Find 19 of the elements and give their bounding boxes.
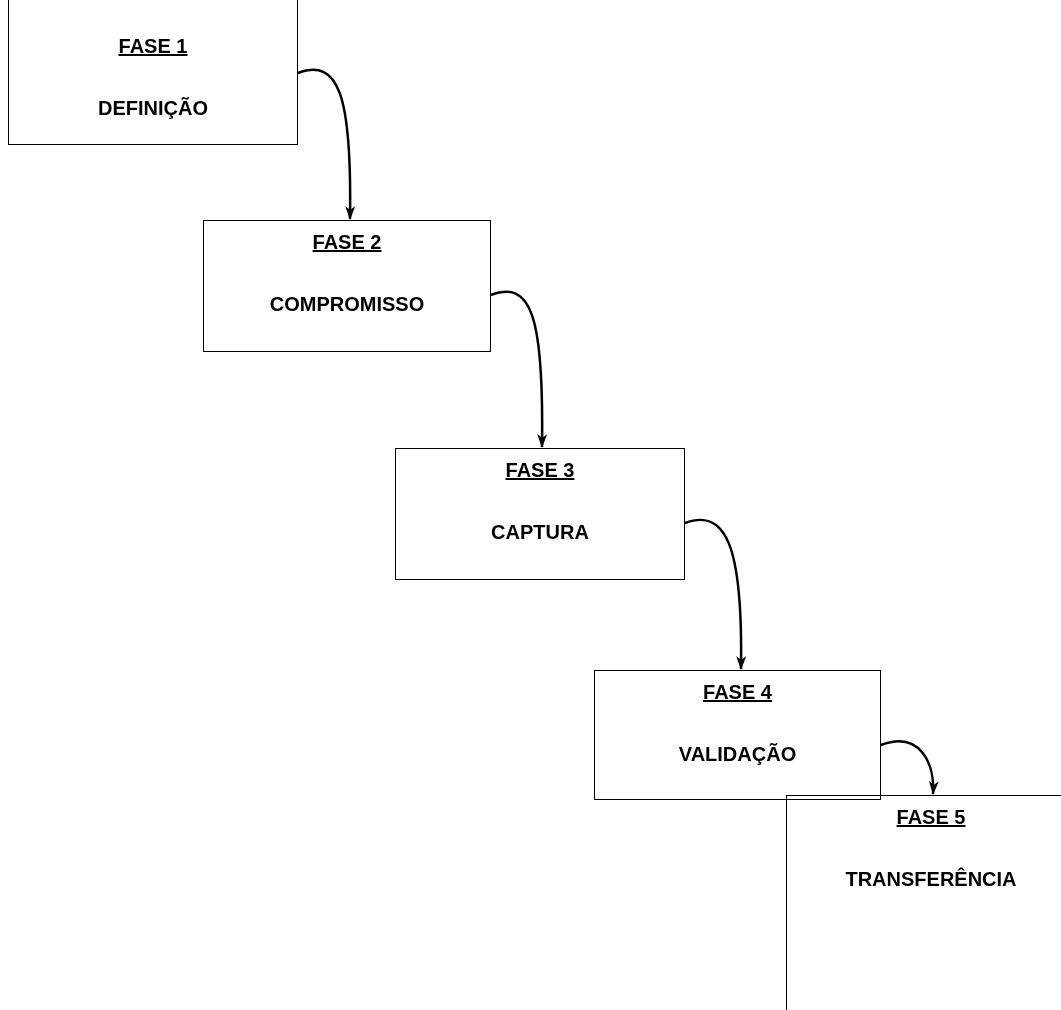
phase-heading: FASE 2 [312, 231, 382, 254]
process-box [786, 795, 1061, 1010]
process-box [8, 0, 298, 145]
phase-heading: FASE 3 [505, 459, 575, 482]
phase-name: COMPROMISSO [269, 293, 425, 316]
process-box [594, 670, 881, 800]
curved-arrow [880, 740, 939, 795]
phase-heading: FASE 1 [118, 35, 188, 58]
curved-arrow [297, 68, 356, 220]
process-box [395, 448, 685, 580]
process-box [203, 220, 491, 352]
curved-arrow [684, 518, 747, 670]
phase-name: DEFINIÇÃO [98, 97, 208, 120]
phase-name: TRANSFERÊNCIA [845, 868, 1017, 891]
phase-heading: FASE 5 [896, 806, 966, 829]
phase-name: VALIDAÇÃO [678, 743, 797, 766]
phase-name: CAPTURA [491, 521, 589, 544]
curved-arrow [490, 290, 548, 448]
phase-heading: FASE 4 [703, 681, 772, 704]
